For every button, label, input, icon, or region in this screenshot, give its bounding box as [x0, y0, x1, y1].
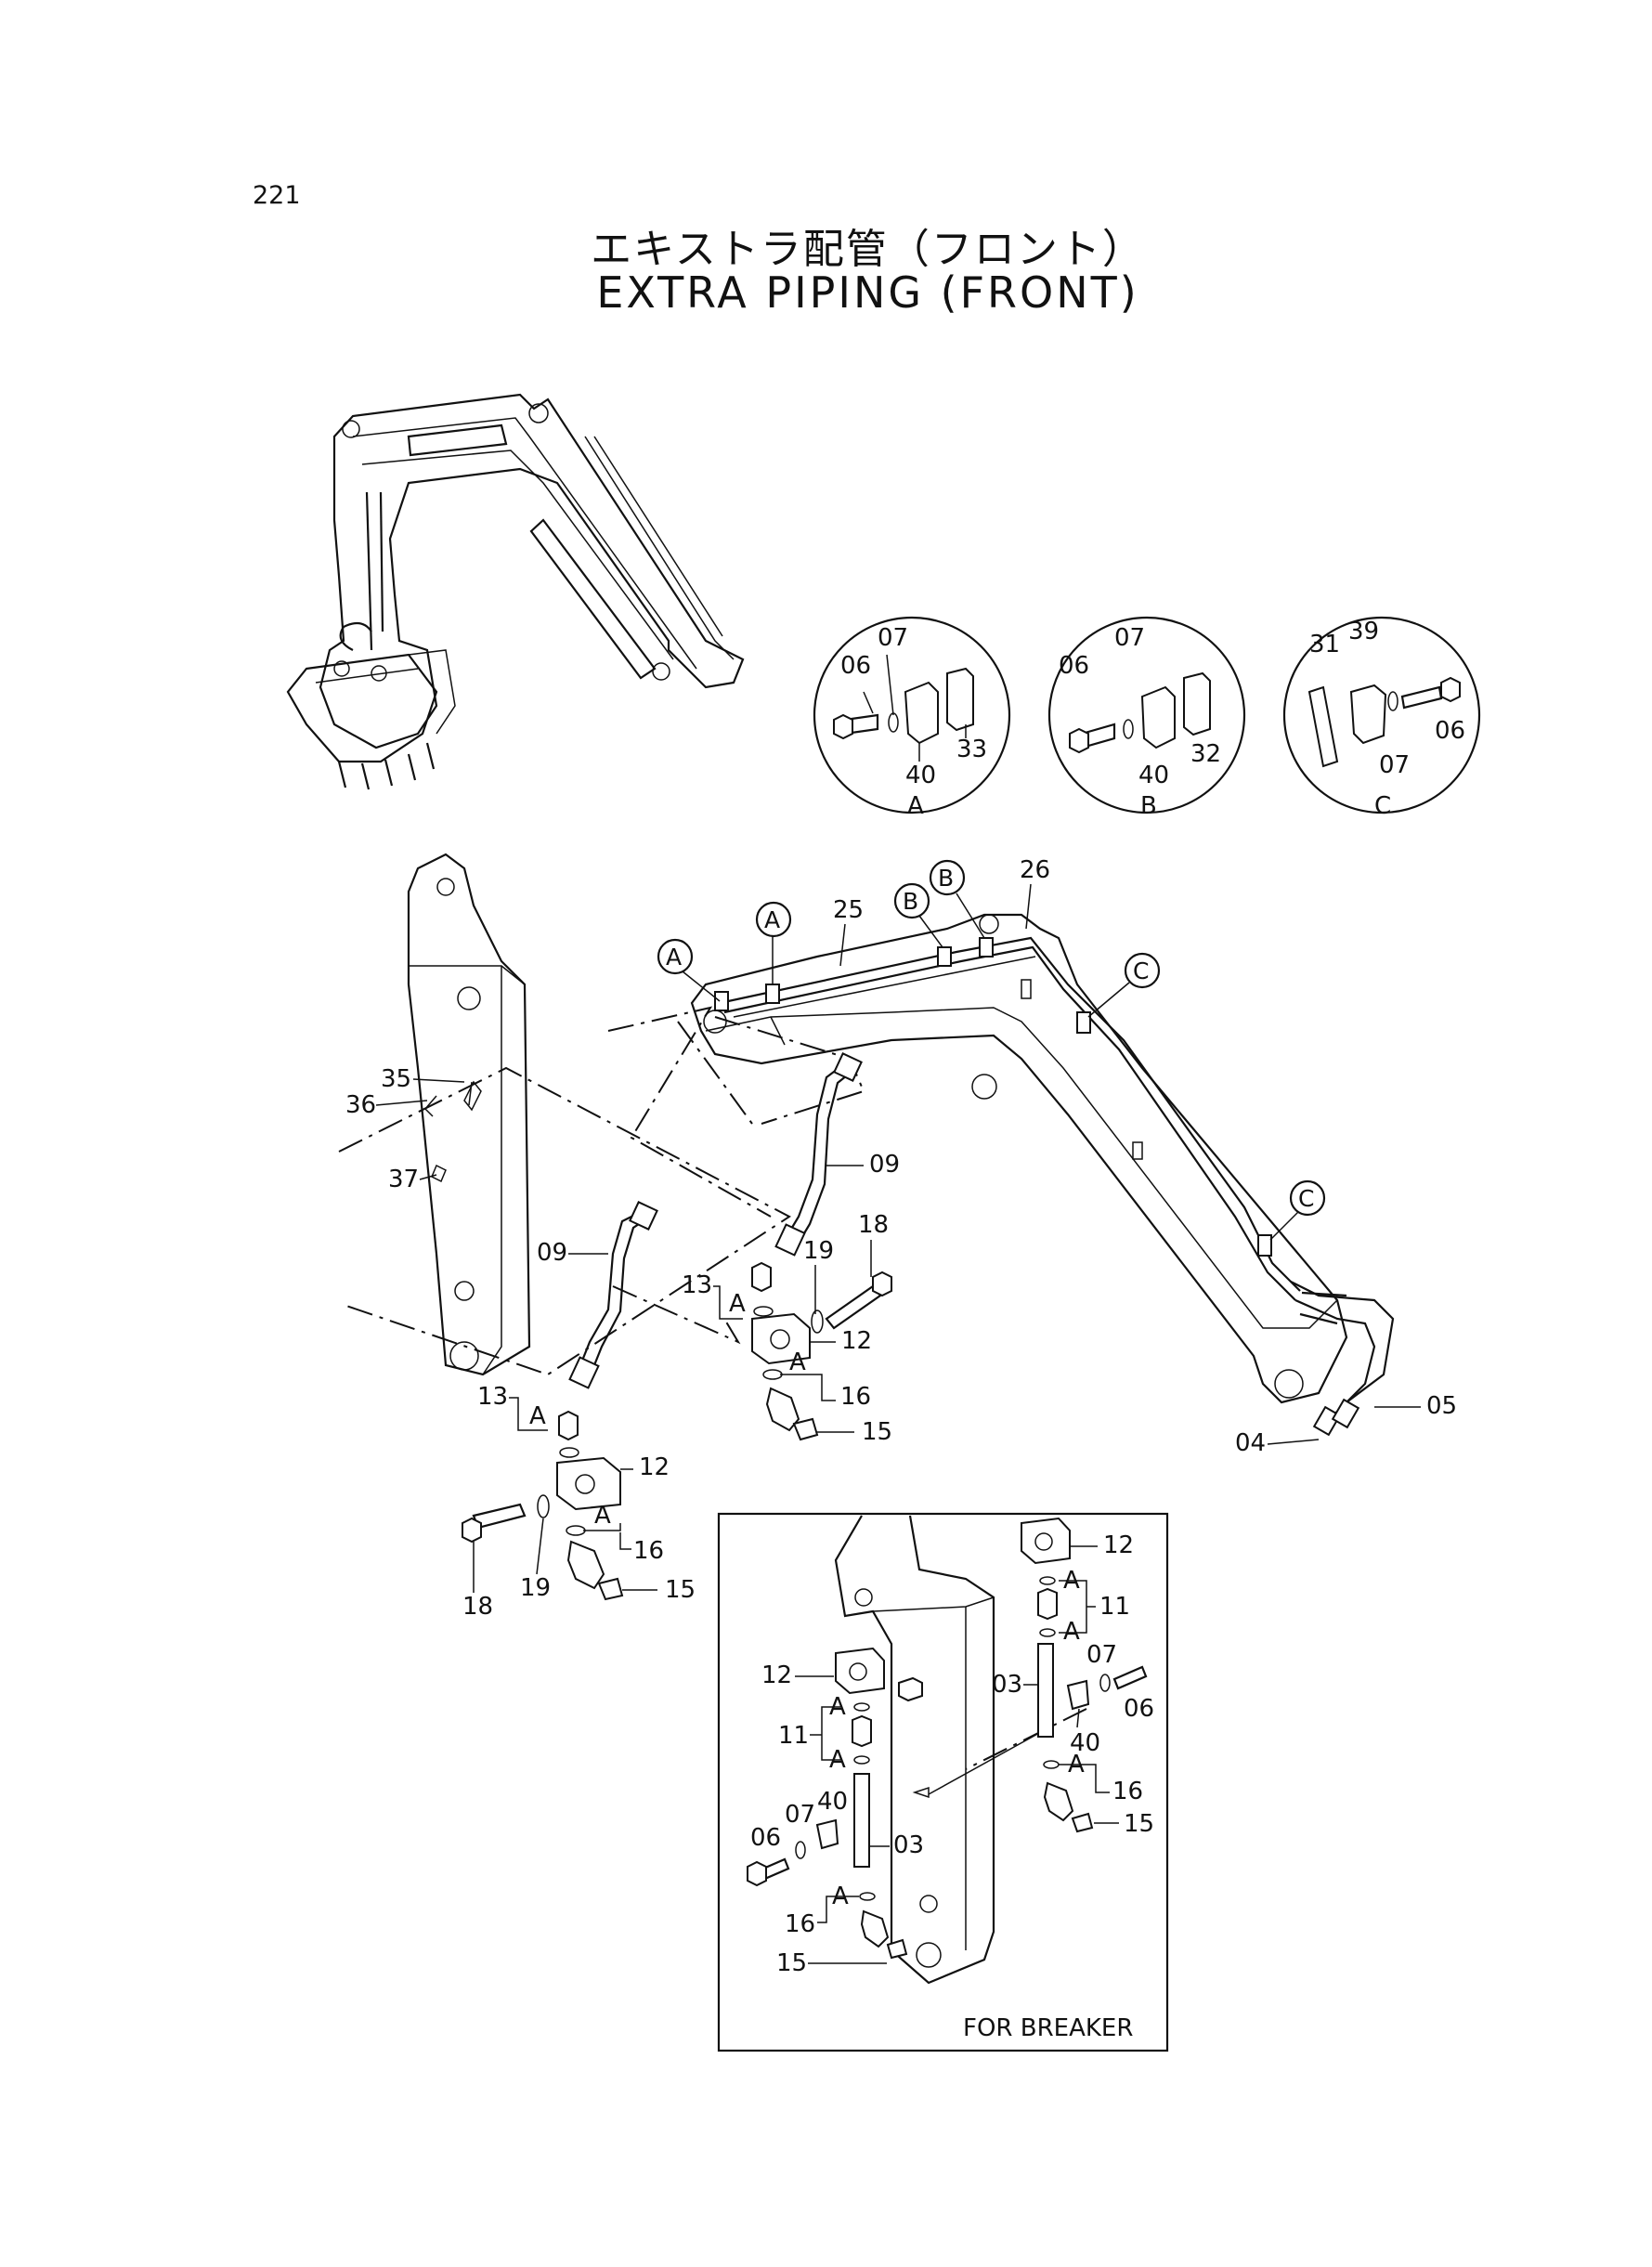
label-18-left: 18: [462, 1593, 493, 1621]
label-a-left-1: A: [529, 1402, 546, 1430]
callout-b-1: B: [903, 888, 918, 915]
breaker-inset: 12 A A 11 03 07 06 40 A 16 15 12 A A 11: [717, 1512, 1169, 2052]
detail-b-part-07: 07: [1114, 624, 1145, 652]
detail-a-part-07: 07: [878, 624, 908, 652]
detail-view-c: 31 39 07 06 C: [1282, 616, 1481, 820]
inset-label-16-left: 16: [785, 1910, 815, 1938]
inset-label-a-l2: A: [829, 1746, 846, 1774]
inset-label-11-right: 11: [1099, 1593, 1130, 1621]
label-19-middle: 19: [803, 1237, 834, 1265]
inset-label-a-r3: A: [1068, 1751, 1085, 1778]
label-a-middle-1: A: [729, 1290, 746, 1318]
inset-label-06-left: 06: [750, 1824, 781, 1852]
label-09-left: 09: [537, 1239, 567, 1267]
detail-a-part-33: 33: [956, 736, 987, 763]
inset-label-40-right: 40: [1070, 1729, 1100, 1757]
inset-label-07-left: 07: [785, 1801, 815, 1829]
label-16-left: 16: [633, 1537, 664, 1565]
inset-label-a-r1: A: [1063, 1567, 1080, 1595]
inset-label-a-l1: A: [829, 1693, 846, 1721]
detail-a-part-40: 40: [905, 762, 936, 789]
detail-a-part-06: 06: [840, 652, 871, 680]
boom-left-illustration: [407, 853, 531, 1376]
title-japanese: エキストラ配管（フロント）: [591, 226, 1145, 273]
label-09-right: 09: [869, 1151, 900, 1179]
label-15-middle: 15: [862, 1418, 892, 1446]
label-13-middle: 13: [682, 1271, 712, 1299]
arm-callouts: A A B B C C: [657, 859, 1326, 1241]
detail-c-part-39: 39: [1348, 618, 1379, 645]
breaker-inset-caption: FOR BREAKER: [963, 2014, 1133, 2042]
inset-label-12-right: 12: [1103, 1531, 1134, 1559]
detail-b-letter: B: [1140, 792, 1157, 820]
reference-dash-lines: [338, 1006, 1087, 1770]
callout-b-2: B: [938, 865, 954, 892]
detail-b-part-06: 06: [1059, 652, 1089, 680]
breaker-inset-frame: [717, 1512, 1169, 2052]
detail-c-letter: C: [1374, 792, 1391, 820]
label-25: 25: [833, 896, 864, 924]
inset-label-a-l3: A: [832, 1883, 849, 1910]
inset-label-03-right: 03: [992, 1671, 1022, 1699]
fitting-group-middle: [751, 1261, 892, 1441]
inset-label-a-r2: A: [1063, 1618, 1080, 1646]
label-19-left: 19: [520, 1574, 551, 1602]
detail-a-letter: A: [907, 792, 924, 820]
inset-label-06-right: 06: [1124, 1695, 1154, 1723]
label-35: 35: [381, 1065, 411, 1093]
overview-excavator-illustration: [286, 393, 745, 790]
label-26: 26: [1020, 856, 1050, 884]
detail-c-part-31: 31: [1309, 631, 1340, 658]
detail-b-part-32: 32: [1190, 740, 1221, 768]
label-15-left: 15: [665, 1576, 696, 1604]
title-english: EXTRA PIPING (FRONT): [596, 267, 1139, 318]
label-18-middle: 18: [858, 1211, 889, 1239]
label-12-middle: 12: [841, 1327, 872, 1355]
callout-a-1: A: [666, 944, 682, 971]
label-37: 37: [388, 1166, 419, 1193]
inset-label-15-left: 15: [776, 1949, 807, 1977]
inset-label-40-left: 40: [817, 1788, 848, 1816]
label-12-left: 12: [639, 1453, 670, 1481]
callout-a-2: A: [764, 906, 780, 933]
label-05: 05: [1426, 1392, 1457, 1420]
fitting-group-left: [462, 1410, 624, 1601]
callout-c-1: C: [1133, 958, 1149, 984]
inset-label-16-right: 16: [1112, 1778, 1143, 1805]
detail-view-b: 06 07 40 32 B: [1047, 616, 1246, 820]
inset-label-11-left: 11: [778, 1722, 809, 1750]
label-a-left-2: A: [594, 1502, 611, 1530]
detail-b-part-40: 40: [1138, 762, 1169, 789]
detail-view-a: 06 07 40 33 A: [813, 616, 1011, 820]
detail-c-part-06: 06: [1435, 717, 1465, 745]
label-04: 04: [1235, 1429, 1266, 1457]
inset-label-15-right: 15: [1124, 1810, 1154, 1838]
callout-c-2: C: [1298, 1185, 1314, 1212]
label-16-middle: 16: [840, 1383, 871, 1411]
hose-09-assemblies: [568, 1052, 863, 1389]
inset-label-12-left: 12: [761, 1661, 792, 1689]
label-13-left: 13: [477, 1383, 508, 1411]
label-a-middle-2: A: [789, 1348, 806, 1376]
inset-label-03-left: 03: [893, 1831, 924, 1859]
inset-label-07-right: 07: [1086, 1641, 1117, 1669]
label-36: 36: [345, 1091, 376, 1119]
main-part-labels: 25 26 35 36 37 09 09 18 19 13 A 12 A 1: [345, 856, 1457, 1621]
page-number: 221: [253, 181, 301, 210]
detail-c-part-07: 07: [1379, 751, 1410, 779]
